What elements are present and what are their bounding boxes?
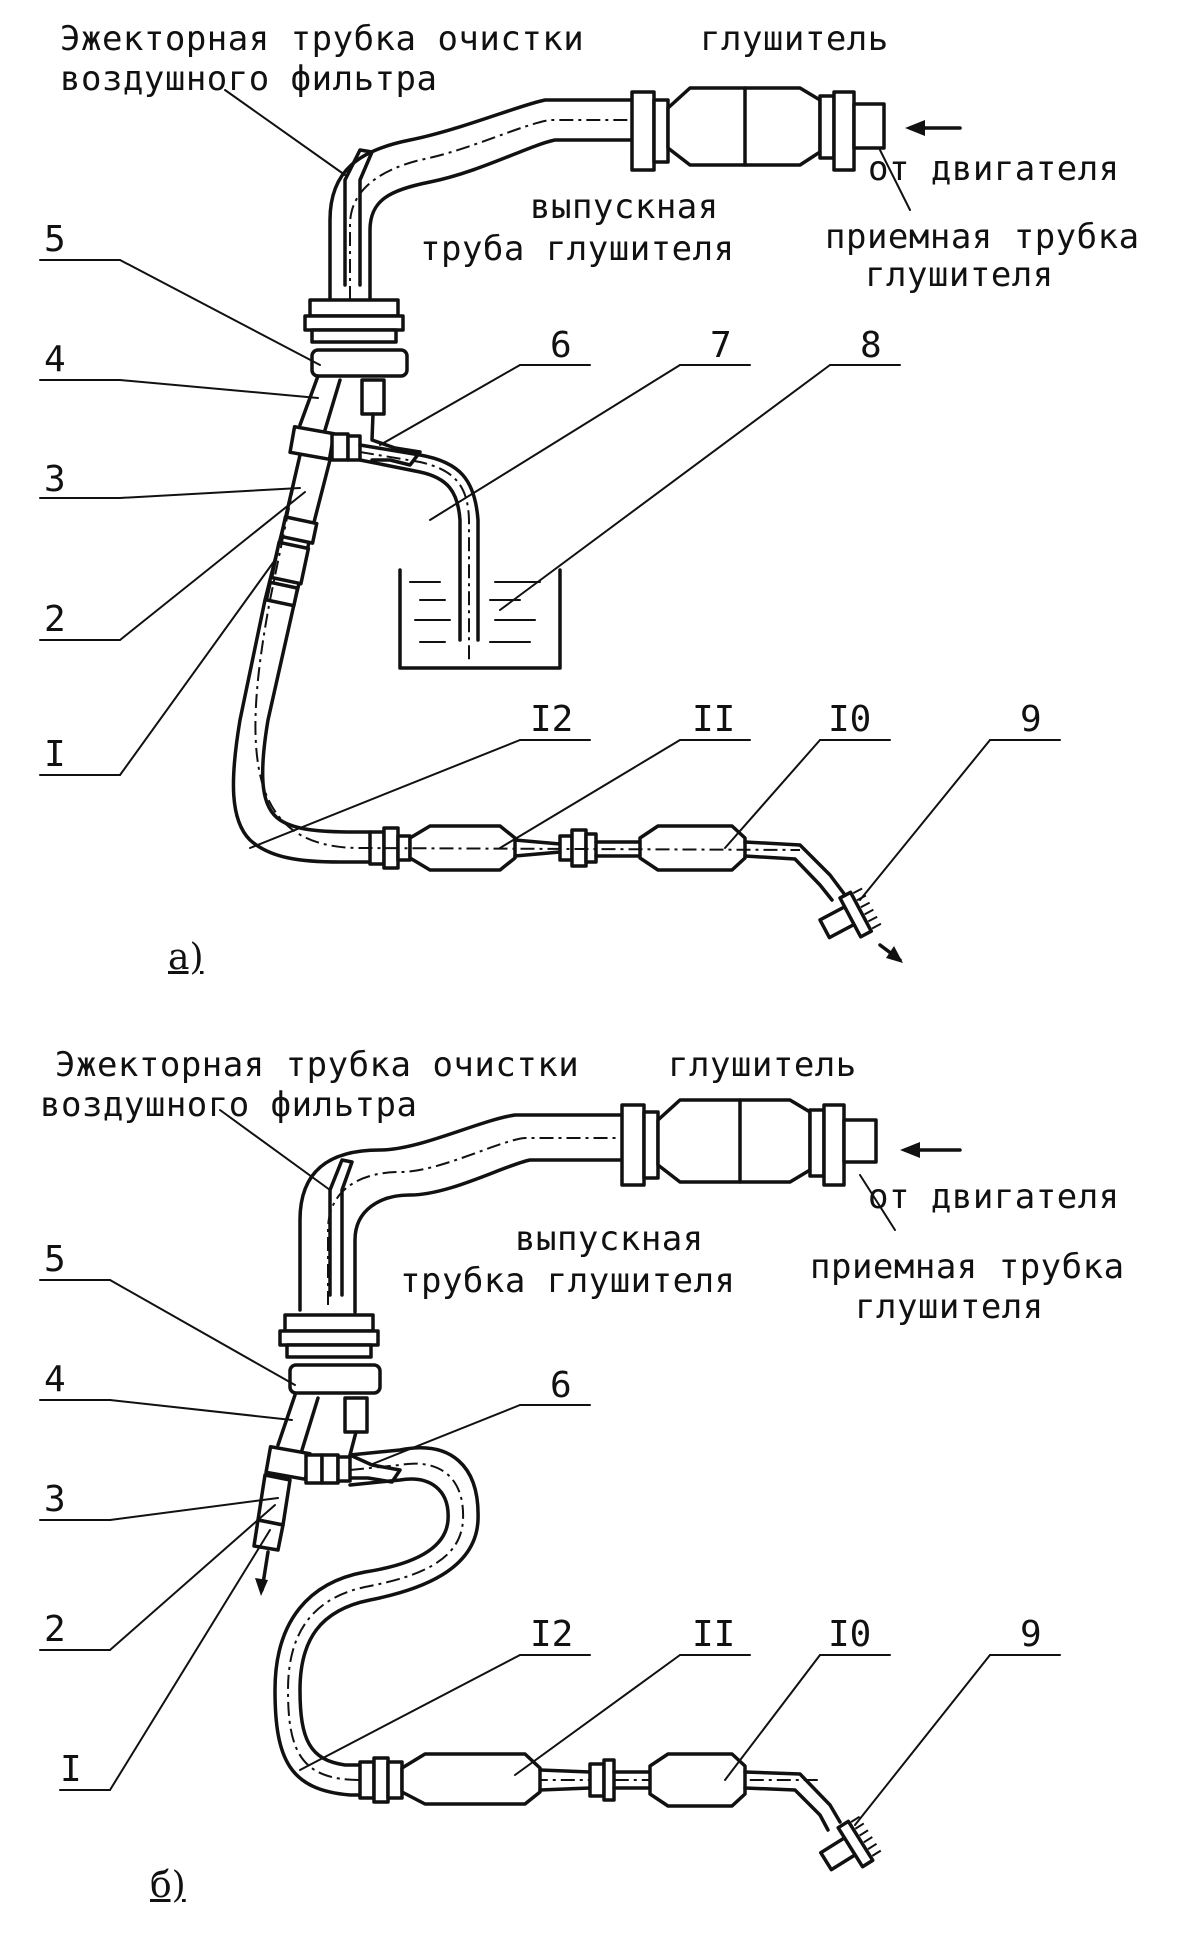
bucket-8-a <box>398 568 562 670</box>
callout-11-a: II <box>692 699 736 740</box>
callout-10-b: I0 <box>828 1614 872 1655</box>
part-5-a <box>308 298 400 318</box>
callout-10-a: I0 <box>828 699 872 740</box>
callout-11-b: II <box>692 1614 736 1655</box>
callout-6-b: 6 <box>550 1365 572 1406</box>
inlet-label-a-line1: приемная трубка <box>825 217 1140 257</box>
callout-5-b: 5 <box>44 1239 66 1280</box>
inlet-label-b-line2: глушителя <box>855 1287 1044 1327</box>
flange-a2 <box>652 98 670 164</box>
outlet-pipe-a <box>328 98 632 307</box>
filter-11-a <box>408 824 517 872</box>
outlet-label-a-line2: труба глушителя <box>420 229 735 269</box>
callout-8-a: 8 <box>860 325 882 366</box>
callout-6-a: 6 <box>550 325 572 366</box>
callout-3-a: 3 <box>44 459 66 500</box>
figure-label-b: б) <box>150 1865 186 1906</box>
muffler-label-a: глушитель <box>700 19 889 59</box>
ejector-label-b-line1: Эжекторная трубка очистки <box>55 1045 580 1085</box>
diagram-b <box>39 1098 1061 1872</box>
callout-4-b: 4 <box>44 1359 66 1400</box>
muffler-body-b <box>656 1098 812 1184</box>
muffler-label-b: глушитель <box>668 1045 857 1085</box>
callout-5-a: 5 <box>44 219 66 260</box>
ejector-label-b-line2: воздушного фильтра <box>40 1085 418 1125</box>
callout-2-a: 2 <box>44 599 66 640</box>
callout-12-a: I2 <box>530 699 574 740</box>
callout-1-a: I <box>44 734 66 775</box>
callout-12-b: I2 <box>530 1614 574 1655</box>
callout-3-b: 3 <box>44 1479 66 1520</box>
outlet-label-a-line1: выпускная <box>530 187 719 227</box>
ejector-label-a-line2: воздушного фильтра <box>60 59 438 99</box>
callout-7-a: 7 <box>710 325 732 366</box>
outlet-label-b-line1: выпускная <box>515 1219 704 1259</box>
sprayer-9-a <box>818 887 882 940</box>
outlet-pipe-b <box>298 1113 622 1314</box>
outlet-label-b-line2: трубка глушителя <box>400 1261 736 1301</box>
from-engine-label-a: от двигателя <box>868 149 1120 189</box>
callout-4-a: 4 <box>44 339 66 380</box>
diagram-a <box>39 86 1061 963</box>
flange-a1 <box>630 90 656 172</box>
inlet-label-a-line2: глушителя <box>865 255 1054 295</box>
part-4-a <box>310 348 409 378</box>
inlet-label-b-line1: приемная трубка <box>810 1247 1125 1287</box>
filter-10-a <box>638 824 747 872</box>
callout-9-a: 9 <box>1020 699 1042 740</box>
tee-3-a <box>288 424 336 462</box>
callout-9-b: 9 <box>1020 1614 1042 1655</box>
callout-1-b: I <box>60 1749 82 1790</box>
from-engine-label-b: от двигателя <box>868 1177 1120 1217</box>
ejector-label-a-line1: Эжекторная трубка очистки <box>60 19 585 59</box>
figure-label-a: а) <box>168 937 204 978</box>
ejector-tube-b <box>328 1158 354 1297</box>
callout-2-b: 2 <box>44 1609 66 1650</box>
ejector-tube-a <box>343 148 374 287</box>
